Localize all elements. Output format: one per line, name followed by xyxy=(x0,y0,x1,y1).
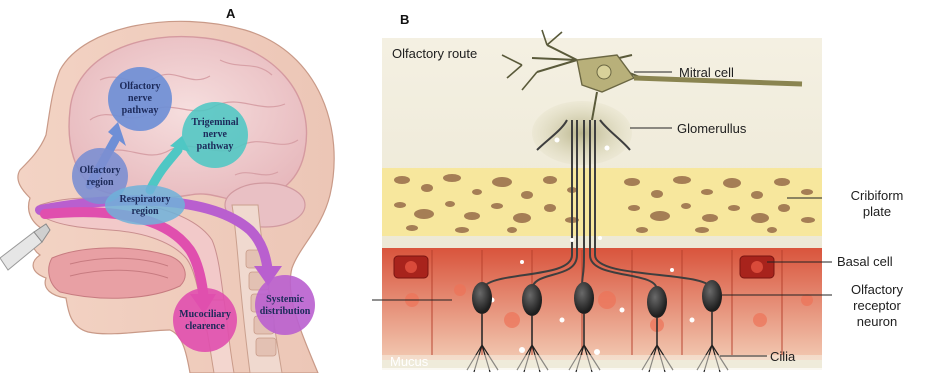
svg-text:Olfactory: Olfactory xyxy=(851,282,904,297)
respiratory-region-label-1: Respiratory xyxy=(119,194,170,205)
respiratory-region-label-2: region xyxy=(131,206,158,217)
head-illustration: Olfactory nerve pathway Trigeminal nerve… xyxy=(0,0,372,373)
svg-text:Mucociliary: Mucociliary xyxy=(179,309,231,320)
svg-text:Olfactory: Olfactory xyxy=(79,165,120,176)
basal-label: Basal cell xyxy=(837,254,893,269)
receptor-label-3: neuron xyxy=(857,314,897,329)
olfactory-region-label-2: region xyxy=(86,177,113,188)
mucociliary-label-2: clearence xyxy=(185,321,225,332)
cilia-label: Cilia xyxy=(770,349,796,364)
svg-text:pathway: pathway xyxy=(122,105,159,116)
receptor-label-2: receptor xyxy=(853,298,901,313)
basal-cell-left xyxy=(394,256,428,278)
mucus-label: Mucus xyxy=(390,354,429,369)
olfactory-nerve-label-3: pathway xyxy=(122,105,159,116)
mucociliary-label-1: Mucociliary xyxy=(179,309,231,320)
panel-a: A xyxy=(0,0,372,373)
svg-text:Cribiform: Cribiform xyxy=(851,188,904,203)
glomerulus-label: Glomerullus xyxy=(677,121,747,136)
systemic-distribution-circle xyxy=(255,275,315,335)
svg-text:region: region xyxy=(86,177,113,188)
svg-text:clearence: clearence xyxy=(185,321,225,332)
svg-text:pathway: pathway xyxy=(197,141,234,152)
cribiform-label-1: Cribiform xyxy=(851,188,904,203)
systemic-label-2: distribution xyxy=(260,306,311,317)
svg-text:region: region xyxy=(131,206,158,217)
svg-text:nerve: nerve xyxy=(128,93,152,104)
olfactory-route-illustration: Olfactory route Mitral cell Glomerullus … xyxy=(372,0,928,373)
mucociliary-circle xyxy=(173,288,237,352)
panel-b: B xyxy=(372,0,928,373)
basal-cell-right xyxy=(740,256,774,278)
olfactory-nerve-label-1: Olfactory xyxy=(119,81,160,92)
svg-text:Olfactory: Olfactory xyxy=(119,81,160,92)
trigeminal-nerve-label-2: nerve xyxy=(203,129,227,140)
svg-text:Systemic: Systemic xyxy=(266,294,304,305)
olfactory-region-label-1: Olfactory xyxy=(79,165,120,176)
route-title: Olfactory route xyxy=(392,46,477,61)
mucus-layer xyxy=(382,355,822,370)
cribiform-label-2: plate xyxy=(863,204,891,219)
respiratory-region-circle xyxy=(105,185,185,225)
svg-text:nerve: nerve xyxy=(203,129,227,140)
systemic-label-1: Systemic xyxy=(266,294,304,305)
mitral-label: Mitral cell xyxy=(679,65,734,80)
trigeminal-nerve-label-3: pathway xyxy=(197,141,234,152)
svg-text:Respiratory: Respiratory xyxy=(119,194,170,205)
trigeminal-nerve-label-1: Trigeminal xyxy=(191,117,238,128)
svg-text:plate: plate xyxy=(863,204,891,219)
svg-text:receptor: receptor xyxy=(853,298,901,313)
receptor-label-1: Olfactory xyxy=(851,282,904,297)
svg-text:distribution: distribution xyxy=(260,306,311,317)
svg-text:neuron: neuron xyxy=(857,314,897,329)
tongue xyxy=(49,248,185,298)
svg-text:Trigeminal: Trigeminal xyxy=(191,117,238,128)
olfactory-nerve-label-2: nerve xyxy=(128,93,152,104)
glomerulus xyxy=(532,101,632,165)
